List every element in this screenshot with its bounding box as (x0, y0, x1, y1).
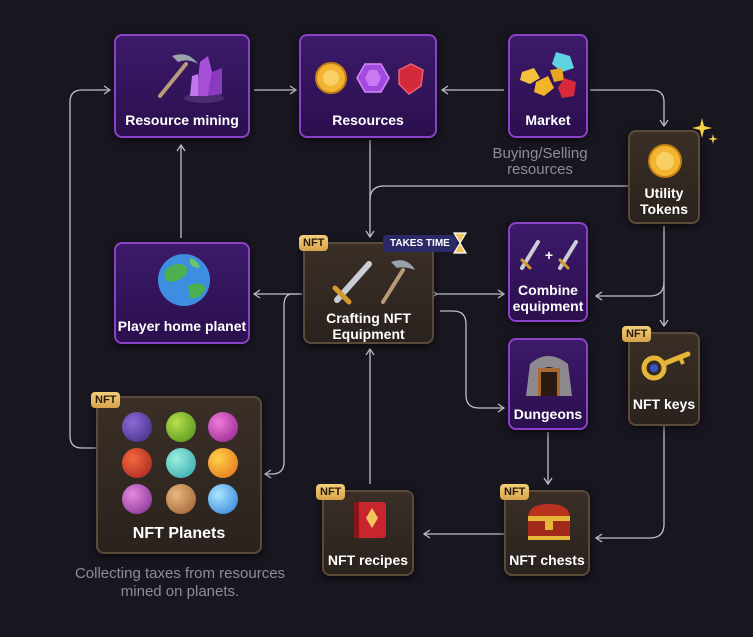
node-nft-chests: NFT chests (504, 490, 590, 576)
node-player-home-planet: Player home planet (114, 242, 250, 344)
sword-pickaxe-icon (332, 260, 415, 305)
arrow-market-to-tokens (590, 89, 669, 128)
node-label: NFT keys (632, 396, 696, 412)
node-combine-equipment: + Combine equipment (508, 222, 588, 322)
combine-swords-icon: + (520, 240, 578, 270)
recipe-book-icon (354, 502, 386, 538)
market-gems-icon (520, 52, 576, 98)
node-resources: Resources (299, 34, 437, 138)
node-dungeons: Dungeons (508, 338, 588, 430)
node-crafting-nft-equipment: Crafting NFT Equipment (303, 242, 434, 344)
nft-badge: NFT (622, 326, 652, 342)
pickaxe-crystal-icon (158, 54, 224, 103)
node-nft-planets: NFT Planets (96, 396, 262, 554)
planet-icon (122, 448, 152, 478)
node-nft-recipes: NFT recipes (322, 490, 414, 576)
arrow-planets-to-mining (69, 85, 112, 449)
resource-gems-icon (315, 62, 424, 95)
node-utility-tokens: Utility Tokens (628, 130, 700, 224)
node-label: NFT recipes (327, 552, 409, 568)
arrow-crafting-to-planets (263, 293, 300, 479)
node-label: Crafting NFT Equipment (326, 310, 411, 342)
planet-icon (122, 412, 152, 442)
coin-icon (648, 144, 682, 178)
node-label: NFT Planets (132, 525, 226, 542)
nft-badge: NFT (500, 484, 530, 500)
node-label: Market (525, 112, 571, 128)
planet-icon (208, 484, 238, 514)
planet-icon (166, 484, 196, 514)
node-label: Player home planet (117, 318, 247, 334)
nft-badge: NFT (91, 392, 121, 408)
planet-icon (166, 412, 196, 442)
node-nft-keys: NFT keys (628, 332, 700, 426)
earth-planet-icon (158, 254, 210, 306)
takes-time-badge: TAKES TIME (383, 235, 457, 252)
arrow-tokens-to-crafting (369, 185, 628, 201)
treasure-chest-icon (528, 504, 570, 540)
planet-icon (122, 484, 152, 514)
dungeon-cave-icon (526, 356, 572, 396)
node-label: Utility Tokens (640, 185, 688, 217)
nft-badge: NFT (316, 484, 346, 500)
node-label: Resource mining (125, 112, 239, 128)
node-market: Market (508, 34, 588, 138)
hourglass-icon (452, 232, 468, 254)
arrow-tokens-to-combine (594, 226, 665, 301)
node-resource-mining: Resource mining (114, 34, 250, 138)
arrow-keys-to-chests (594, 426, 665, 543)
sparkle-icon (692, 118, 718, 144)
node-label: Dungeons (513, 406, 583, 422)
golden-key-icon (641, 351, 691, 381)
node-label: NFT chests (509, 552, 585, 568)
svg-text:+: + (545, 247, 553, 263)
node-label: Resources (332, 112, 404, 128)
planet-icon (166, 448, 196, 478)
node-label: Combine equipment (512, 282, 584, 314)
nft-badge: NFT (299, 235, 329, 251)
market-caption: Buying/Selling resources (492, 145, 588, 178)
planet-icon (208, 448, 238, 478)
arrow-crafting-to-dungeons (440, 310, 506, 413)
planet-icon (208, 412, 238, 442)
planets-caption: Collecting taxes from resources mined on… (74, 565, 286, 600)
